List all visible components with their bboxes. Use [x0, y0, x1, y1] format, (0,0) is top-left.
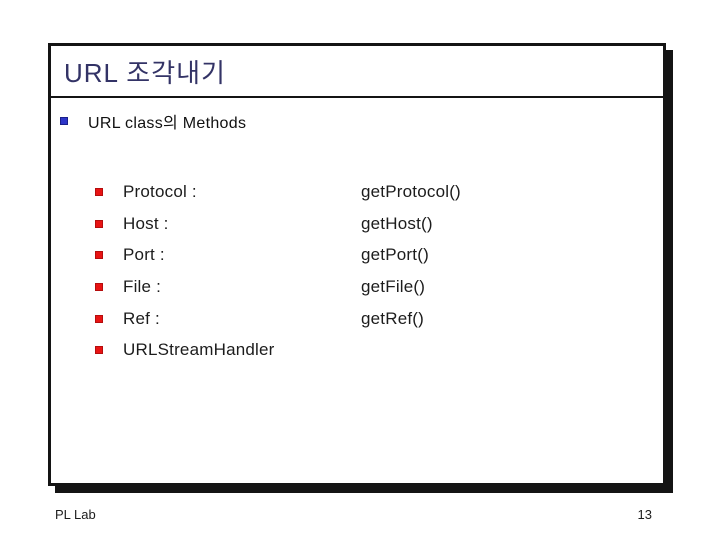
method-label: Ref :: [123, 308, 160, 328]
list-item: URLStreamHandler: [51, 334, 663, 366]
lead-bullet-text: URL class의 Methods: [88, 115, 247, 132]
method-call: getPort(): [361, 245, 429, 265]
square-bullet-icon: [95, 346, 103, 355]
list-item: Port : getPort(): [51, 239, 663, 271]
square-bullet-icon: [95, 251, 103, 260]
square-bullet-icon: [95, 314, 103, 323]
method-label: File :: [123, 276, 162, 296]
method-call: getRef(): [361, 308, 425, 328]
method-label: Host :: [123, 213, 169, 233]
square-bullet-icon: [95, 187, 103, 196]
page-number: 13: [637, 507, 652, 522]
slide-title-bar: URL 조각내기: [51, 46, 663, 98]
slide-title: URL 조각내기: [64, 57, 226, 88]
square-bullet-icon: [95, 282, 103, 291]
method-call: getHost(): [361, 213, 433, 233]
lead-bullet-row: URL class의 Methods: [51, 111, 663, 132]
list-item: Protocol : getProtocol(): [51, 176, 663, 208]
slide-body: URL class의 Methods Protocol : getProtoco…: [51, 111, 663, 366]
slide-frame: URL 조각내기 URL class의 Methods Protocol : g…: [48, 43, 666, 486]
method-call: getProtocol(): [361, 181, 461, 201]
square-bullet-icon: [60, 117, 68, 125]
method-label: URLStreamHandler: [123, 340, 275, 360]
footer-lab-label: PL Lab: [55, 507, 96, 522]
list-item: Host : getHost(): [51, 208, 663, 240]
method-label: Port :: [123, 245, 165, 265]
method-call: getFile(): [361, 276, 426, 296]
method-label: Protocol :: [123, 181, 197, 201]
square-bullet-icon: [95, 219, 103, 228]
list-item: File : getFile(): [51, 271, 663, 303]
list-item: Ref : getRef(): [51, 303, 663, 335]
method-list: Protocol : getProtocol() Host : getHost(…: [51, 176, 663, 366]
